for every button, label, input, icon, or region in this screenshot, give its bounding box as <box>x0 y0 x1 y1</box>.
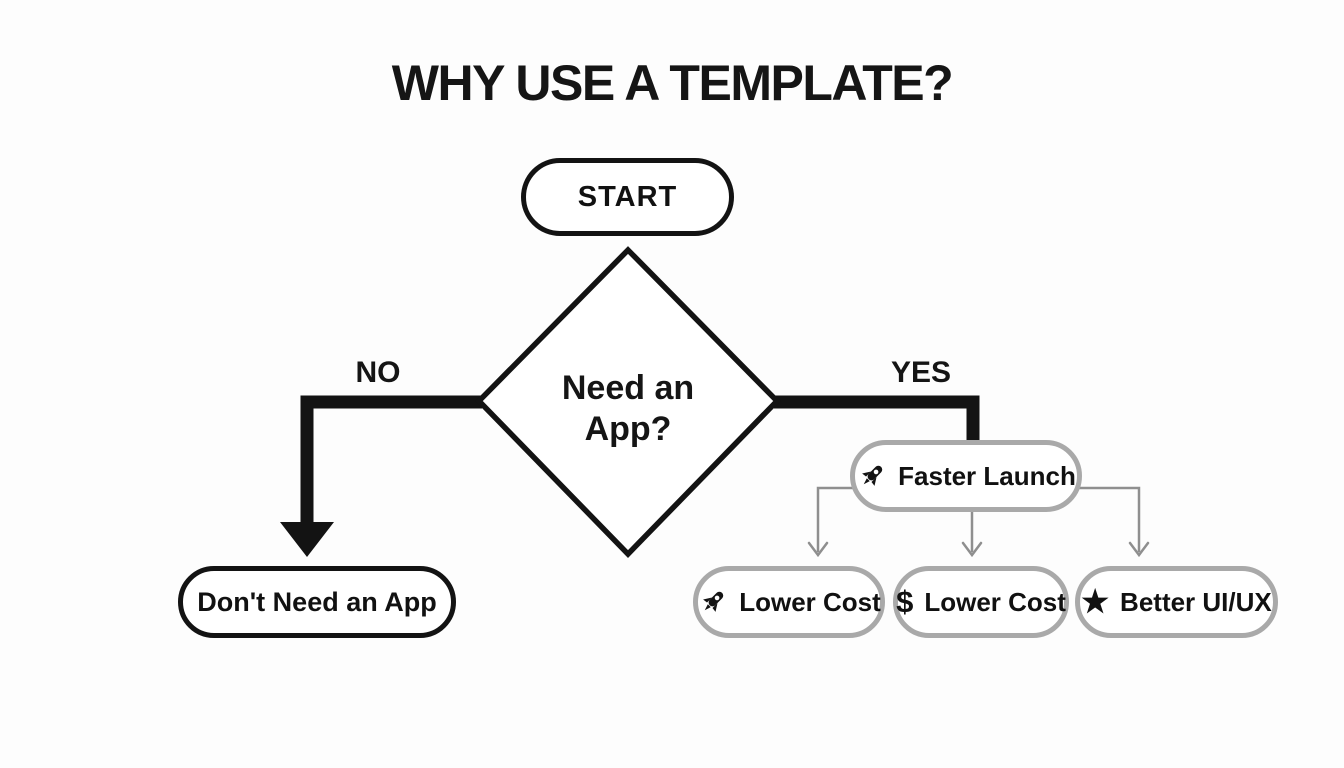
branch-label-no: NO <box>355 356 401 389</box>
dont-need-app-label: Don't Need an App <box>197 586 437 617</box>
yes-branch-arrow <box>774 395 980 444</box>
star-icon: ★ <box>1081 583 1110 619</box>
dont-need-app-node: Don't Need an App <box>178 566 456 638</box>
benefit-label: Better UI/UX <box>1120 586 1272 617</box>
no-branch-arrow <box>280 395 482 557</box>
benefit-node-lower-cost-1: Lower Cost <box>693 566 885 638</box>
decision-diamond <box>475 246 781 558</box>
decision-node-label: Need an App? <box>561 369 695 448</box>
benefit-label: Lower Cost <box>924 586 1066 617</box>
benefit-node-better-uiux: ★ Better UI/UX <box>1075 566 1278 638</box>
rocket-icon <box>856 461 887 492</box>
start-node-label: START <box>577 180 678 213</box>
page-title: WHY USE A TEMPLATE? <box>391 55 954 111</box>
branch-label-yes: YES <box>890 356 952 389</box>
benefit-node-lower-cost-2: $ Lower Cost <box>893 566 1069 638</box>
start-node: START <box>521 158 734 236</box>
rocket-icon <box>697 587 728 618</box>
faster-launch-label: Faster Launch <box>898 460 1076 491</box>
faster-launch-node: Faster Launch <box>850 440 1082 512</box>
dollar-icon: $ <box>896 583 914 619</box>
benefit-label: Lower Cost <box>739 586 881 617</box>
benefit-connectors <box>807 486 1150 558</box>
